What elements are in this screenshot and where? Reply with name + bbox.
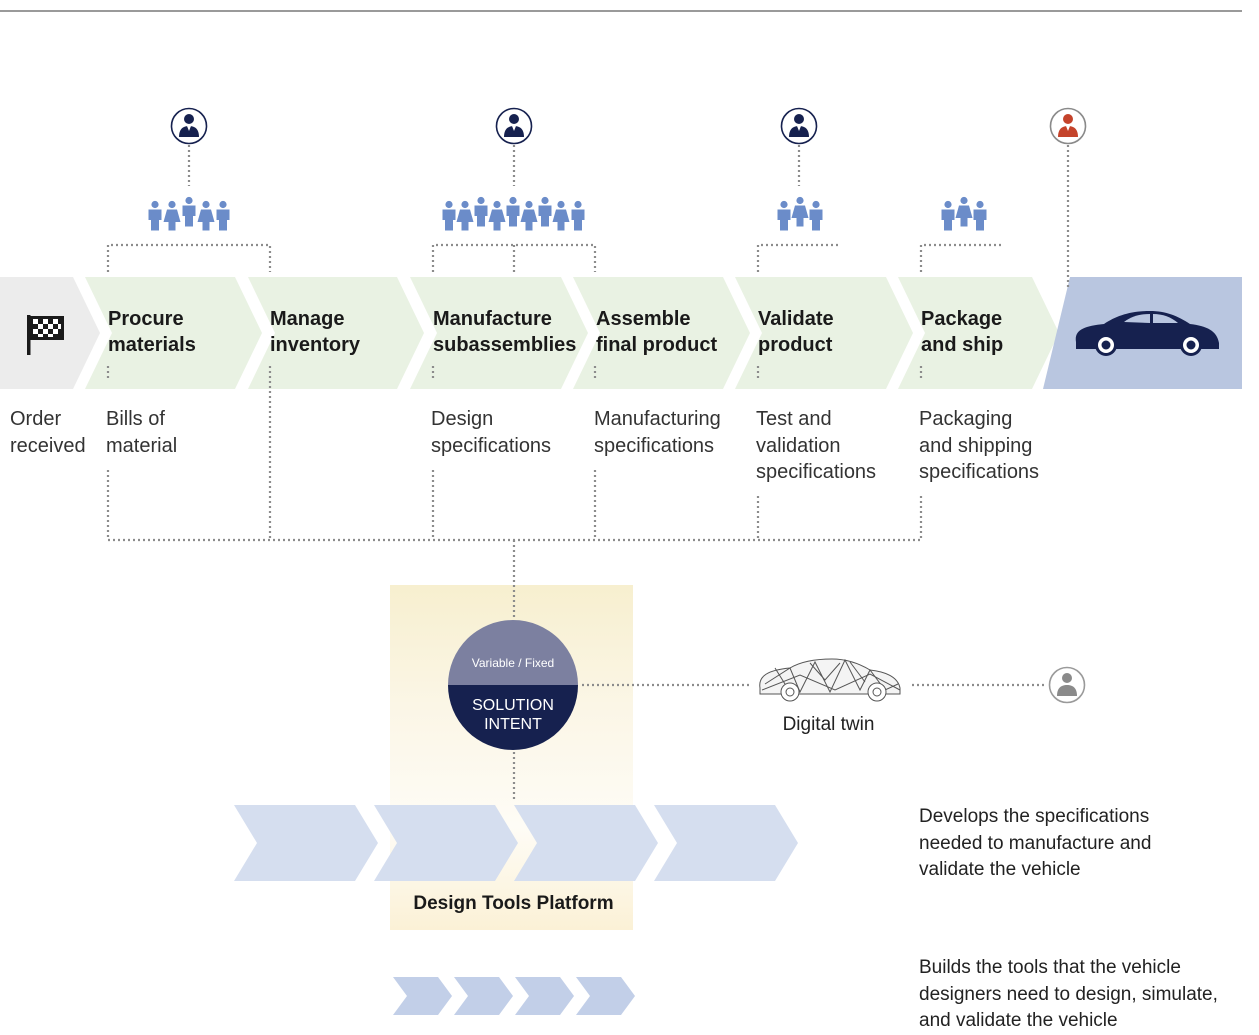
sub-label-line: Bills of bbox=[106, 408, 165, 430]
sub-label-procure: Bills of material bbox=[106, 406, 177, 459]
step-label-line: and ship bbox=[921, 334, 1004, 356]
step-label-validate: Validate product bbox=[758, 306, 834, 358]
chevron-procure bbox=[85, 277, 262, 389]
sub-label-assemble: Manufacturing specifications bbox=[594, 406, 721, 459]
description-line: designers need to design, simulate, bbox=[919, 983, 1218, 1005]
manager-icon-procure bbox=[170, 107, 208, 145]
start-sub-label: Order received bbox=[10, 406, 86, 459]
step-label-package: Package and ship bbox=[921, 306, 1003, 358]
step-label-manufacture: Manufacture subassemblies bbox=[433, 306, 576, 358]
sub-label-line: specifications bbox=[431, 434, 552, 457]
team-icon-procure bbox=[148, 196, 230, 231]
sub-label-line: Packaging bbox=[919, 408, 1013, 430]
step-chevrons bbox=[85, 277, 1059, 389]
description-line: Develops the specifications bbox=[919, 806, 1150, 827]
solution-intent-line: INTENT bbox=[484, 716, 542, 733]
tools-description: Builds the tools that the vehicle design… bbox=[919, 955, 1218, 1035]
sub-label-line: Order bbox=[10, 408, 62, 430]
team-icon-package bbox=[941, 196, 987, 231]
sub-label-line: validation bbox=[756, 434, 841, 457]
checkered-flag-icon bbox=[27, 315, 64, 355]
sub-label-manufacture: Design specifications bbox=[431, 406, 551, 459]
digital-twin-label: Digital twin bbox=[782, 714, 875, 735]
step-label-manage: Manage inventory bbox=[270, 306, 360, 358]
description-line: validate the vehicle bbox=[919, 859, 1081, 880]
sub-label-line: specifications bbox=[919, 461, 1040, 483]
platform-chevrons bbox=[234, 805, 798, 881]
step-label-line: Manage bbox=[270, 308, 345, 330]
chevron-manage bbox=[248, 277, 424, 389]
step-label-assemble: Assemble final product bbox=[596, 306, 717, 358]
car-icon bbox=[1075, 311, 1219, 356]
description-line: Builds the tools that the vehicle bbox=[919, 957, 1181, 978]
step-label-line: Assemble bbox=[596, 308, 691, 330]
step-label-line: Package bbox=[921, 308, 1003, 330]
chevron-manufacture bbox=[410, 277, 588, 389]
sub-label-validate: Test and validation specifications bbox=[756, 406, 876, 486]
sub-label-line: Manufacturing bbox=[594, 408, 721, 430]
step-label-line: subassemblies bbox=[433, 334, 577, 356]
chevron-package bbox=[898, 277, 1059, 389]
chevron-assemble bbox=[573, 277, 750, 389]
solution-intent-line: SOLUTION bbox=[472, 697, 554, 714]
solution-intent-top-label: Variable / Fixed bbox=[471, 656, 555, 670]
sub-label-line: specifications bbox=[594, 434, 715, 457]
manager-icon-validate bbox=[780, 107, 818, 145]
step-label-line: product bbox=[758, 334, 833, 356]
sub-label-line: received bbox=[10, 434, 86, 457]
sub-label-package: Packaging and shipping specifications bbox=[919, 406, 1039, 486]
team-icon-manufacture bbox=[442, 196, 585, 231]
designer-icon bbox=[1048, 666, 1086, 704]
step-label-line: inventory bbox=[270, 334, 361, 356]
dotted-connectors bbox=[106, 145, 1070, 802]
design-tools-platform-label: Design Tools Platform bbox=[413, 893, 614, 914]
step-label-line: Procure bbox=[108, 308, 184, 330]
manager-icon-manufacture bbox=[495, 107, 533, 145]
platform-description: Develops the specifications needed to ma… bbox=[919, 804, 1151, 884]
wireframe-car-icon bbox=[759, 658, 901, 702]
sub-label-line: and shipping bbox=[919, 434, 1033, 457]
step-label-line: materials bbox=[108, 334, 196, 356]
solution-intent-label: SOLUTION INTENT bbox=[448, 696, 578, 734]
sub-label-line: Design bbox=[431, 408, 494, 430]
customer-icon bbox=[1049, 107, 1087, 145]
step-label-line: final product bbox=[596, 334, 718, 356]
sub-label-line: Test and bbox=[756, 408, 832, 430]
chevron-validate bbox=[735, 277, 913, 389]
description-line: needed to manufacture and bbox=[919, 832, 1152, 854]
sub-label-line: material bbox=[106, 434, 178, 457]
small-platform-chevrons bbox=[393, 977, 635, 1015]
step-label-procure: Procure materials bbox=[108, 306, 196, 358]
step-label-line: Manufacture bbox=[433, 308, 552, 330]
step-label-line: Validate bbox=[758, 308, 834, 330]
sub-label-line: specifications bbox=[756, 461, 877, 483]
team-icon-validate bbox=[777, 196, 823, 231]
description-line: and validate the vehicle bbox=[919, 1010, 1118, 1031]
